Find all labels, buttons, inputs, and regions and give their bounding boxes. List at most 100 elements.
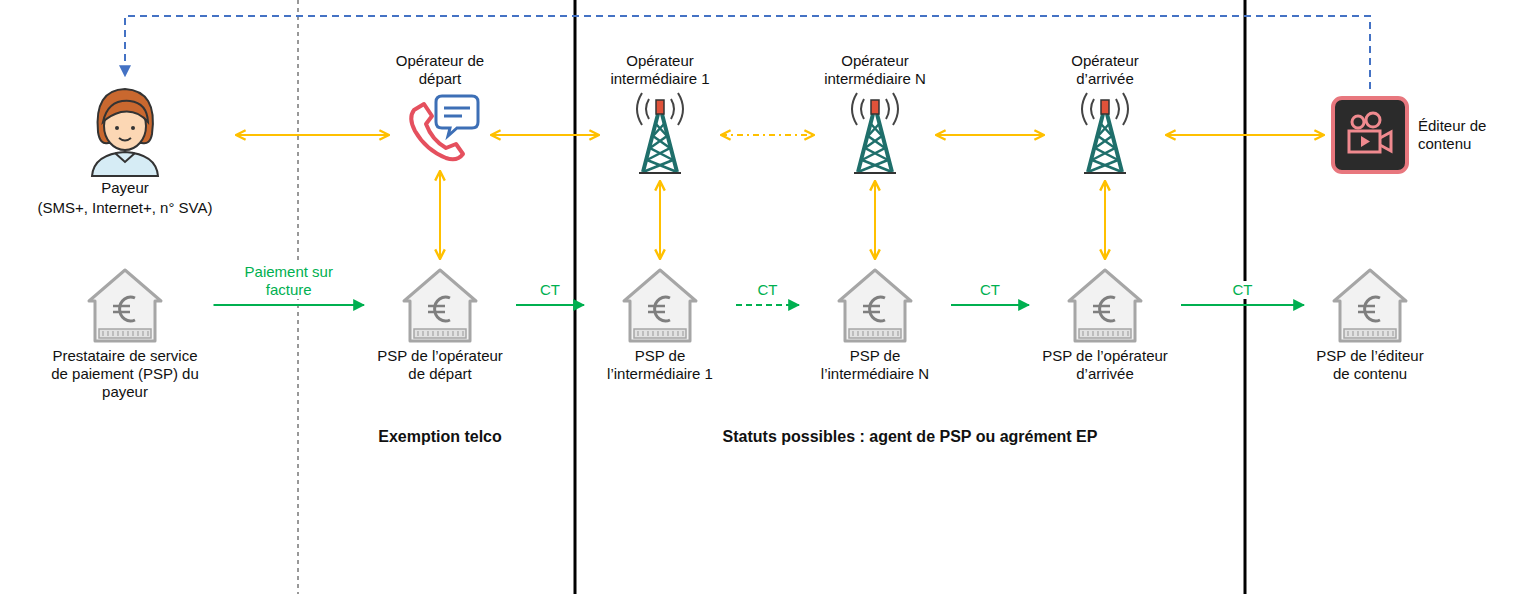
icon-stroke	[672, 331, 673, 336]
flow-connector	[736, 304, 799, 306]
house-icon	[400, 265, 480, 345]
icon-stroke	[1352, 331, 1353, 336]
flow-connector	[659, 181, 661, 259]
icon-stroke	[1082, 93, 1128, 125]
house-icon	[1065, 265, 1145, 345]
flow-connector	[516, 304, 584, 306]
house-icon	[835, 265, 915, 345]
flow-connector	[874, 181, 876, 259]
zone-label: Statuts possibles : agent de PSP ou agré…	[723, 428, 1098, 446]
icon-stroke	[444, 108, 470, 116]
node-label: PSP de l’intermédiaire 1	[590, 347, 730, 383]
icon-stroke	[1361, 136, 1370, 147]
icon-stroke	[1084, 172, 1126, 174]
icon-stroke	[642, 331, 643, 336]
icon-stroke	[1333, 98, 1407, 172]
node-label: PSP de l’opérateur d’arrivée	[1035, 347, 1175, 383]
icon-stroke	[404, 270, 476, 341]
euro-symbol	[1365, 297, 1380, 321]
node-label: PSP de l’opérateur de départ	[370, 347, 510, 383]
euro-symbol	[655, 297, 670, 321]
icon-stroke	[1102, 331, 1103, 336]
icon-stroke	[887, 331, 888, 336]
flow-connector	[439, 171, 441, 259]
flow-connector	[936, 134, 1044, 136]
connector-label: Paiement sur facture	[232, 263, 346, 299]
icon-stroke	[427, 331, 428, 336]
icon-stroke	[122, 331, 123, 336]
operator-actor: Opérateur de départ	[395, 52, 485, 165]
icon-stroke	[852, 93, 898, 125]
window-row	[103, 331, 148, 336]
icon-stroke	[882, 331, 883, 336]
euro-symbol	[428, 306, 445, 312]
icon-stroke	[1347, 331, 1348, 336]
icon-stroke	[1362, 331, 1363, 336]
psp-bank: PSP de l’éditeur de contenu	[1310, 265, 1430, 383]
house-icon	[1330, 265, 1410, 345]
icon-stroke	[871, 100, 879, 114]
operator-actor: Opérateur d’arrivée	[1050, 52, 1160, 175]
icon-stroke	[142, 331, 143, 336]
icon-stroke	[437, 331, 438, 336]
node-label: Opérateur intermédiaire 1	[605, 52, 715, 88]
icon-stroke	[103, 101, 148, 122]
icon-stroke	[657, 331, 658, 336]
operator-actor: Opérateur intermédiaire N	[820, 52, 930, 175]
zone-label: Exemption telco	[378, 428, 502, 446]
icon-stroke	[99, 329, 151, 338]
icon-stroke	[1082, 331, 1083, 336]
euro-symbol	[648, 306, 665, 312]
euro-symbol	[1093, 306, 1110, 312]
connector-label: CT	[756, 281, 780, 299]
icon-stroke	[117, 331, 118, 336]
icon-stroke	[1387, 331, 1388, 336]
icon-stroke	[115, 126, 119, 130]
divider-solid	[574, 0, 577, 594]
icon-stroke	[677, 331, 678, 336]
icon-stroke	[647, 331, 648, 336]
euro-symbol	[863, 306, 880, 312]
flow-connector	[1104, 181, 1106, 259]
node-label: Opérateur intermédiaire N	[820, 52, 930, 88]
flow-connector	[1181, 304, 1304, 306]
icon-stroke	[877, 331, 878, 336]
icon-stroke	[447, 331, 448, 336]
icon-stroke	[414, 329, 466, 338]
icon-stroke	[624, 270, 696, 341]
psp-bank: PSP de l’opérateur de départ	[370, 265, 510, 383]
flow-connector	[721, 134, 814, 136]
connector-label: CT	[538, 281, 562, 299]
icon-stroke	[119, 138, 131, 141]
flow-connector	[1166, 134, 1324, 136]
flow-connector	[214, 304, 365, 306]
phone-icon	[400, 90, 480, 165]
icon-stroke	[1107, 331, 1108, 336]
icon-stroke	[1087, 331, 1088, 336]
icon-stroke	[115, 153, 135, 162]
house-icon	[85, 265, 165, 345]
icon-stroke	[897, 331, 898, 336]
euro-symbol	[120, 297, 135, 321]
icon-stroke	[682, 331, 683, 336]
icon-stroke	[462, 331, 463, 336]
icon-stroke	[1127, 331, 1128, 336]
euro-symbol	[1358, 306, 1375, 312]
flow-connector	[491, 134, 599, 136]
payer-actor: Payeur(SMS+, Internet+, n° SVA)	[20, 82, 230, 217]
psp-bank: PSP de l’intermédiaire 1	[590, 265, 730, 383]
psp-bank: PSP de l’intermédiaire N	[805, 265, 945, 383]
publisher-actor: Éditeur de contenu	[1330, 95, 1503, 175]
icon-stroke	[872, 331, 873, 336]
psp-bank: PSP de l’opérateur d’arrivée	[1035, 265, 1175, 383]
flow-connector	[236, 134, 389, 136]
icon-stroke	[432, 331, 433, 336]
icon-stroke	[1069, 270, 1141, 341]
icon-stroke	[1367, 331, 1368, 336]
icon-stroke	[422, 331, 423, 336]
icon-stroke	[662, 331, 663, 336]
icon-stroke	[457, 331, 458, 336]
icon-stroke	[667, 331, 668, 336]
node-label: (SMS+, Internet+, n° SVA)	[20, 199, 230, 217]
house-icon	[620, 265, 700, 345]
